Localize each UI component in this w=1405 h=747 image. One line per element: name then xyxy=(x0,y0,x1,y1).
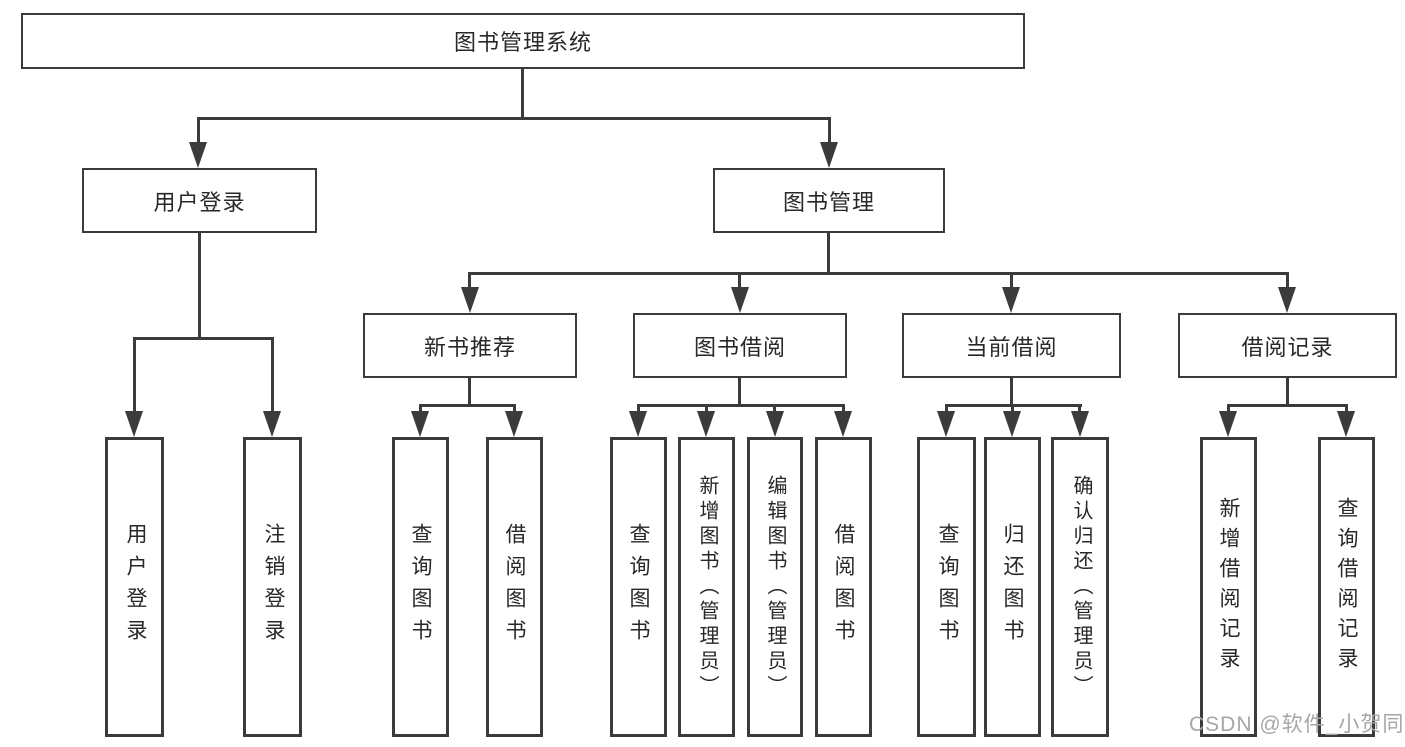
arrow-down-icon xyxy=(1002,287,1020,313)
arrow-down-icon xyxy=(937,411,955,437)
connector-line xyxy=(133,337,274,340)
connector-line xyxy=(1227,404,1230,413)
connector-line xyxy=(271,337,274,413)
leaf-cb-confirm-return-admin: 确认归还（管理员） xyxy=(1051,437,1109,737)
node-user-login: 用户登录 xyxy=(82,168,317,233)
connector-line xyxy=(468,272,471,289)
connector-line xyxy=(738,378,741,407)
connector-line xyxy=(828,117,831,145)
arrow-down-icon xyxy=(1071,411,1089,437)
leaf-nr-query-books: 查询图书 xyxy=(392,437,449,737)
connector-line xyxy=(197,117,831,120)
leaf-bb-add-books-admin: 新增图书（管理员） xyxy=(678,437,735,737)
leaf-br-add-record: 新增借阅记录 xyxy=(1200,437,1257,737)
connector-line xyxy=(773,404,776,413)
node-borrowing-records: 借阅记录 xyxy=(1178,313,1397,378)
watermark: CSDN @软件_小贺同学 xyxy=(1189,713,1405,736)
connector-line xyxy=(1227,404,1348,407)
connector-line xyxy=(133,337,136,413)
arrow-down-icon xyxy=(125,411,143,437)
leaf-bb-edit-books-admin: 编辑图书（管理员） xyxy=(747,437,803,737)
connector-line xyxy=(468,378,471,407)
connector-line xyxy=(1286,272,1289,289)
arrow-down-icon xyxy=(629,411,647,437)
connector-line xyxy=(197,117,200,145)
node-new-book-recommendation: 新书推荐 xyxy=(363,313,577,378)
node-book-management: 图书管理 xyxy=(713,168,945,233)
connector-line xyxy=(1345,404,1348,413)
connector-line xyxy=(945,404,948,413)
node-library-system: 图书管理系统 xyxy=(21,13,1025,69)
connector-line xyxy=(1286,378,1289,407)
arrow-down-icon xyxy=(505,411,523,437)
arrow-down-icon xyxy=(411,411,429,437)
connector-line xyxy=(513,404,516,413)
arrow-down-icon xyxy=(1337,411,1355,437)
connector-line xyxy=(198,233,201,340)
arrow-down-icon xyxy=(820,142,838,168)
node-current-borrowing: 当前借阅 xyxy=(902,313,1121,378)
leaf-bb-query-books: 查询图书 xyxy=(610,437,667,737)
connector-line xyxy=(1010,272,1013,289)
connector-line xyxy=(705,404,708,413)
leaf-cb-query-books: 查询图书 xyxy=(917,437,976,737)
arrow-down-icon xyxy=(1278,287,1296,313)
arrow-down-icon xyxy=(461,287,479,313)
arrow-down-icon xyxy=(1219,411,1237,437)
leaf-user-login: 用户登录 xyxy=(105,437,164,737)
arrow-down-icon xyxy=(189,142,207,168)
arrow-down-icon xyxy=(731,287,749,313)
connector-line xyxy=(1011,404,1014,413)
connector-line xyxy=(468,272,1289,275)
arrow-down-icon xyxy=(263,411,281,437)
connector-line xyxy=(419,404,516,407)
leaf-cb-return-books: 归还图书 xyxy=(984,437,1041,737)
connector-line xyxy=(1078,404,1081,413)
connector-line xyxy=(637,404,640,413)
leaf-bb-borrow-books: 借阅图书 xyxy=(815,437,872,737)
connector-line xyxy=(827,233,830,275)
leaf-logout-login: 注销登录 xyxy=(243,437,302,737)
connector-line xyxy=(637,404,845,407)
connector-line xyxy=(419,404,422,413)
leaf-nr-borrow-books: 借阅图书 xyxy=(486,437,543,737)
arrow-down-icon xyxy=(834,411,852,437)
arrow-down-icon xyxy=(766,411,784,437)
connector-line xyxy=(842,404,845,413)
arrow-down-icon xyxy=(697,411,715,437)
connector-line xyxy=(738,272,741,289)
connector-line xyxy=(521,69,524,120)
arrow-down-icon xyxy=(1003,411,1021,437)
leaf-br-query-record: 查询借阅记录 xyxy=(1318,437,1375,737)
connector-line xyxy=(1010,378,1013,407)
node-book-borrowing: 图书借阅 xyxy=(633,313,847,378)
